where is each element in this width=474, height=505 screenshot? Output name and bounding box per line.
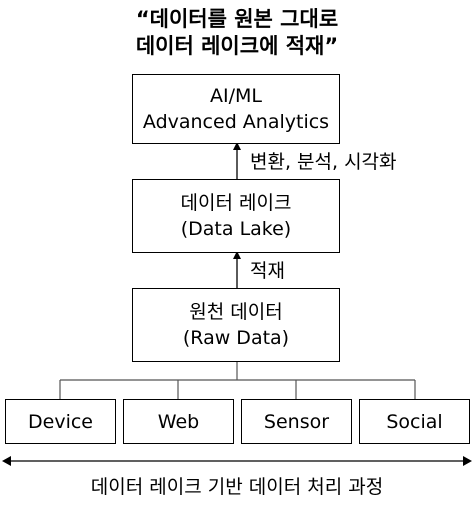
analytics-box-line-2: Advanced Analytics [142, 111, 330, 133]
edge-label-transform: 변환, 분석, 시각화 [250, 151, 397, 173]
analytics-box: AI/ML Advanced Analytics [132, 74, 340, 144]
title-line-2: 데이터 레이크에 적재” [135, 34, 339, 58]
raw-data-box: 원천 데이터 (Raw Data) [132, 288, 340, 362]
data-lake-box-line-1: 데이터 레이크 [180, 192, 292, 214]
analytics-box-line-1: AI/ML [210, 85, 262, 107]
source-box-social: Social [359, 399, 470, 444]
source-box-web: Web [123, 399, 234, 444]
process-span-arrow-right-head [463, 456, 472, 466]
raw-data-box-line-1: 원천 데이터 [189, 301, 283, 323]
edge-label-ingest: 적재 [250, 260, 285, 282]
source-box-sensor: Sensor [241, 399, 352, 444]
raw-data-box-line-2: (Raw Data) [182, 327, 290, 349]
title-line-1: “데이터를 원본 그대로 [135, 7, 339, 31]
process-span-arrow-left-head [2, 456, 11, 466]
diagram-title: “데이터를 원본 그대로 데이터 레이크에 적재” [0, 6, 474, 60]
diagram-caption: 데이터 레이크 기반 데이터 처리 과정 [90, 476, 384, 498]
data-lake-box: 데이터 레이크 (Data Lake) [132, 179, 340, 253]
source-box-device: Device [5, 399, 116, 444]
data-lake-box-line-2: (Data Lake) [180, 218, 292, 240]
